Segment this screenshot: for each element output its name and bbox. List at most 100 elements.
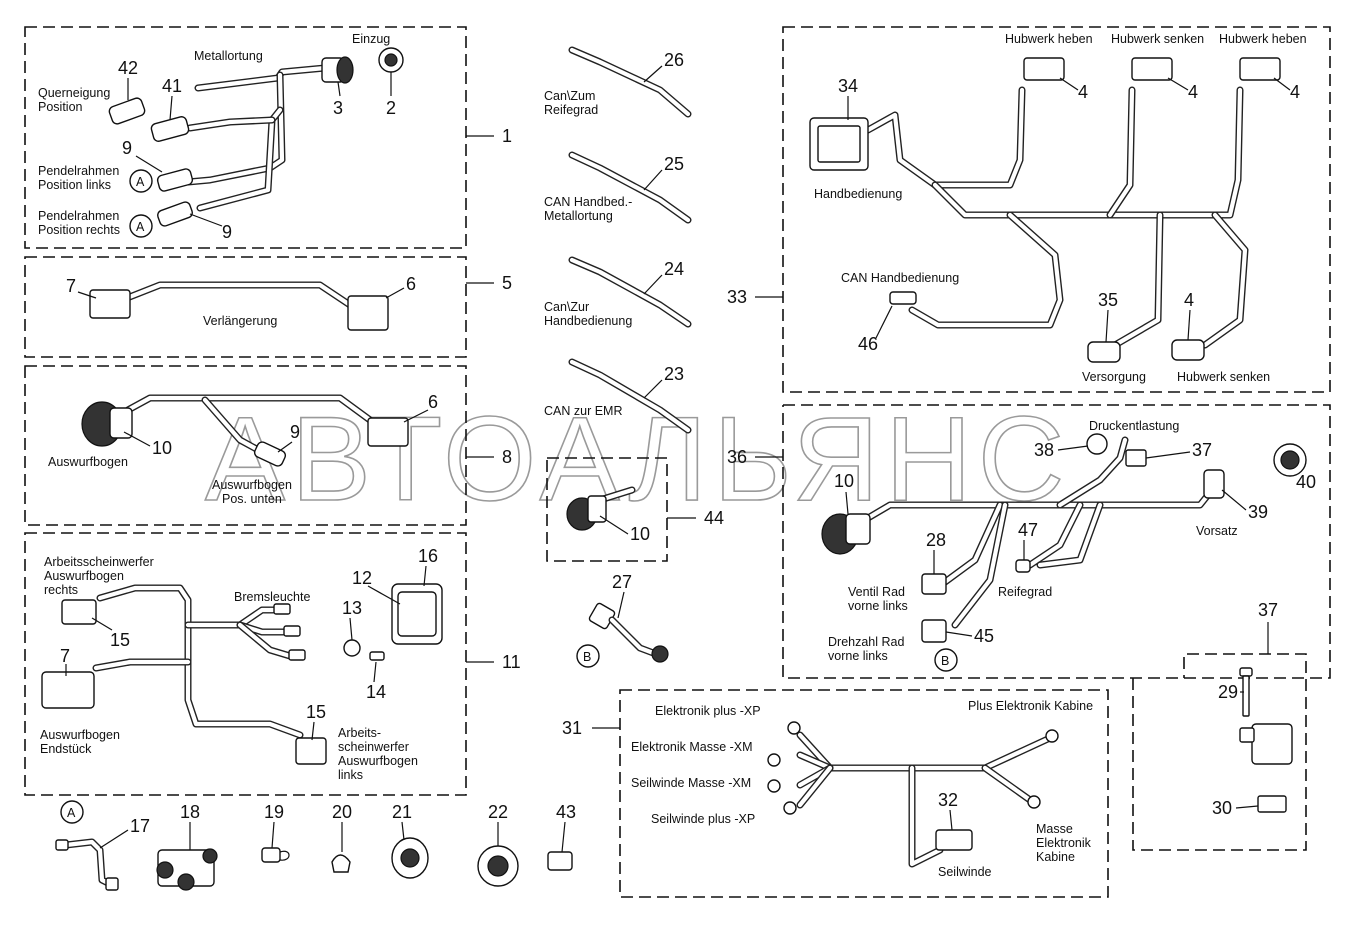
- label-seilwinde-masse: Seilwinde Masse -XM: [631, 776, 751, 790]
- callout-18: 18: [180, 802, 200, 822]
- callout-25: 25: [664, 154, 684, 174]
- callout-40: 40: [1296, 472, 1316, 492]
- label-can-reifegrad-line2: Reifegrad: [544, 103, 598, 117]
- label-can-reifegrad: Can\Zum: [544, 89, 595, 103]
- label-hubwerk-heben-2: Hubwerk heben: [1219, 32, 1307, 46]
- label-ventil: Ventil Rad: [848, 585, 905, 599]
- callout-15: 15: [306, 702, 326, 722]
- label-masse-kabine-line2: Elektronik: [1036, 836, 1092, 850]
- callout-29: 29: [1218, 682, 1238, 702]
- label-aws-rechts-line3: rechts: [44, 583, 78, 597]
- part-27-sensor: [588, 602, 669, 663]
- callout-28: 28: [926, 530, 946, 550]
- label-hubwerk-senken-1: Hubwerk senken: [1111, 32, 1204, 46]
- callout-37: 37: [1258, 600, 1278, 620]
- callout-36: 36: [727, 447, 747, 467]
- callout-46: 46: [858, 334, 878, 354]
- label-masse-kabine-line3: Kabine: [1036, 850, 1075, 864]
- group-31-power: [767, 721, 1059, 868]
- callout-34: 34: [838, 76, 858, 96]
- label-drehzahl: Drehzahl Rad: [828, 635, 904, 649]
- callout-32: 32: [938, 790, 958, 810]
- callout-9: 9: [290, 422, 300, 442]
- label-aws-rechts-line2: Auswurfbogen: [44, 569, 124, 583]
- callout-30: 30: [1212, 798, 1232, 818]
- label-seilwinde-plus: Seilwinde plus -XP: [651, 812, 755, 826]
- label-handbedienung: Handbedienung: [814, 187, 902, 201]
- label-aws-links-line2: scheinwerfer: [338, 740, 409, 754]
- label-pendel-links: Pendelrahmen: [38, 164, 119, 178]
- callout-4: 4: [1184, 290, 1194, 310]
- group-44-connector: [566, 486, 636, 531]
- callout-22: 22: [488, 802, 508, 822]
- callout-42: 42: [118, 58, 138, 78]
- label-drehzahl-line2: vorne links: [828, 649, 888, 663]
- group-5-extension: [89, 281, 389, 331]
- callout-4: 4: [1078, 82, 1088, 102]
- callout-16: 16: [418, 546, 438, 566]
- callout-6: 6: [428, 392, 438, 412]
- label-can-zur-hand-line2: Handbedienung: [544, 314, 632, 328]
- label-plus-elektronik-kabine: Plus Elektronik Kabine: [968, 699, 1093, 713]
- label-bremsleuchte: Bremsleuchte: [234, 590, 310, 604]
- group-33-hubwerk: [809, 57, 1281, 363]
- label-aws-rechts: Arbeitsscheinwerfer: [44, 555, 154, 569]
- label-pendel-rechts: Pendelrahmen: [38, 209, 119, 223]
- group-box-37: [1132, 653, 1307, 851]
- group-box-33: [782, 26, 1331, 393]
- callout-43: 43: [556, 802, 576, 822]
- callout-7: 7: [66, 276, 76, 296]
- callout-45: 45: [974, 626, 994, 646]
- callout-8: 8: [502, 447, 512, 467]
- label-aws-links-line3: Auswurfbogen: [338, 754, 418, 768]
- label-hubwerk-heben-1: Hubwerk heben: [1005, 32, 1093, 46]
- label-verlaengerung: Verlängerung: [203, 314, 277, 328]
- loose-parts-row: [55, 837, 573, 891]
- label-pendel-links-line2: Position links: [38, 178, 111, 192]
- callout-41: 41: [162, 76, 182, 96]
- label-ventil-line2: vorne links: [848, 599, 908, 613]
- label-elektronik-masse: Elektronik Masse -XM: [631, 740, 753, 754]
- label-einzug: Einzug: [352, 32, 390, 46]
- callout-12: 12: [352, 568, 372, 588]
- group-box-1: [24, 26, 467, 249]
- ref-circle-b: [934, 648, 958, 672]
- callout-9: 9: [222, 222, 232, 242]
- callout-23: 23: [664, 364, 684, 384]
- label-elektronik-plus: Elektronik plus -XP: [655, 704, 761, 718]
- callout-7: 7: [60, 646, 70, 666]
- label-metallortung: Metallortung: [194, 49, 263, 63]
- label-auswurfbogen-unten: Auswurfbogen: [212, 478, 292, 492]
- group-37-valve-detail: [1239, 667, 1293, 813]
- label-druckentlastung: Druckentlastung: [1089, 419, 1179, 433]
- ref-letter-a: A: [136, 175, 145, 189]
- callout-21: 21: [392, 802, 412, 822]
- ref-circle-a: [60, 800, 84, 824]
- label-can-zur-hand: Can\Zur: [544, 300, 589, 314]
- callout-26: 26: [664, 50, 684, 70]
- callout-13: 13: [342, 598, 362, 618]
- callout-10: 10: [834, 471, 854, 491]
- group-8-auswurfbogen: [81, 394, 409, 467]
- callout-3: 3: [333, 98, 343, 118]
- callout-20: 20: [332, 802, 352, 822]
- ref-letter-b: B: [583, 650, 591, 664]
- label-querneigung-line2: Position: [38, 100, 83, 114]
- callout-14: 14: [366, 682, 386, 702]
- callout-1: 1: [502, 126, 512, 146]
- callout-5: 5: [502, 273, 512, 293]
- callout-38: 38: [1034, 440, 1054, 460]
- label-endstueck-line2: Endstück: [40, 742, 92, 756]
- callout-10: 10: [152, 438, 172, 458]
- label-can-handbed: CAN Handbed.-: [544, 195, 632, 209]
- label-can-emr: CAN zur EMR: [544, 404, 622, 418]
- group-36-vorsatz: [821, 433, 1307, 643]
- callout-2: 2: [386, 98, 396, 118]
- label-hubwerk-senken-2: Hubwerk senken: [1177, 370, 1270, 384]
- callout-4: 4: [1188, 82, 1198, 102]
- label-reifegrad: Reifegrad: [998, 585, 1052, 599]
- callout-27: 27: [612, 572, 632, 592]
- ref-letter-a: A: [136, 220, 145, 234]
